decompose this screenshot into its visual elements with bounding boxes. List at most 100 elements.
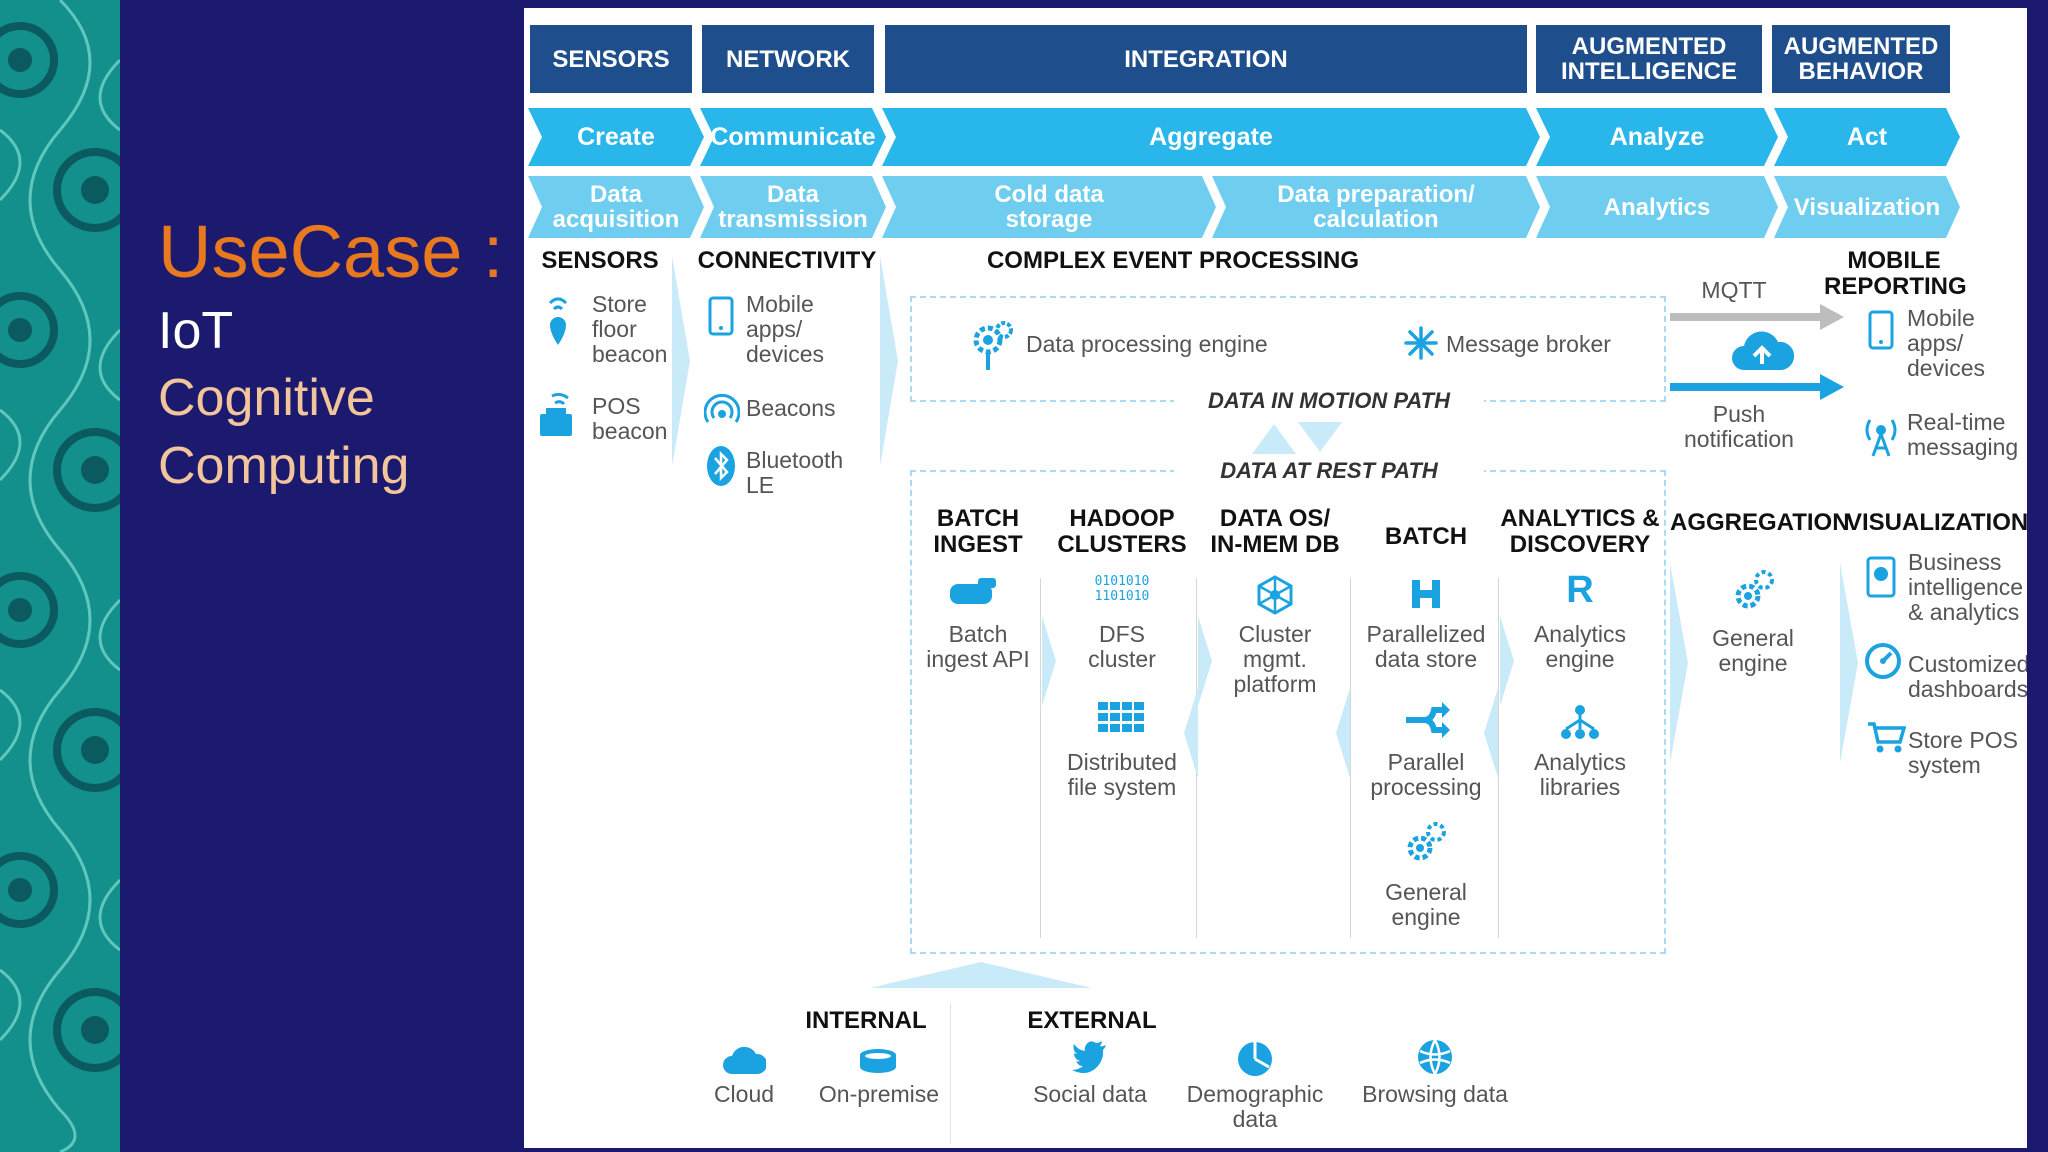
dataos-cluster-mgmt-platform: Cluster mgmt. platform: [1233, 621, 1317, 697]
slide-title: UseCase :: [158, 210, 504, 293]
column-divider: [1350, 578, 1351, 938]
flow-chevron: [672, 256, 690, 466]
exchange-arrows-icon: [1252, 422, 1342, 454]
library-hierarchy-icon: [1561, 705, 1599, 739]
sources-triangle: [870, 962, 1092, 988]
pie-chart-icon: [1238, 1042, 1272, 1076]
title-line-computing: Computing: [158, 437, 410, 495]
twitter-bird-icon: [1072, 1041, 1106, 1074]
hadoop-distributed-file-system: Distributed file system: [1067, 749, 1177, 800]
section-visualization: VISUALIZATION: [1846, 509, 2027, 536]
batch-general-engine: General engine: [1385, 879, 1467, 930]
section-internal-sources: INTERNAL: [805, 1007, 927, 1034]
section-batch: BATCH: [1384, 523, 1468, 550]
source-demographic-data: Demographic data: [1186, 1081, 1324, 1132]
mqtt-label: MQTT: [1701, 277, 1767, 303]
column-divider: [1498, 578, 1499, 938]
stage-act: Act: [1774, 108, 1960, 166]
gears-icon: [1407, 822, 1446, 861]
parallel-processing-icon: [1406, 702, 1450, 738]
peacock-pattern: [0, 0, 120, 1152]
section-hadoop-clusters: HADOOP CLUSTERS: [1057, 505, 1187, 558]
stage-create: Create: [528, 108, 704, 166]
data-in-motion-path-label: DATA IN MOTION PATH: [1174, 388, 1484, 414]
batch-ingest-icon: [950, 578, 996, 604]
mobile-device-icon: [1868, 310, 1894, 350]
sensor-pos-beacon: POS beacon: [592, 393, 668, 444]
push-notification-label: Push notification: [1684, 401, 1794, 452]
bluetooth-icon: [707, 446, 735, 486]
connectivity-beacons: Beacons: [746, 395, 836, 421]
header-augmented-intelligence: AUGMENTED INTELLIGENCE: [1536, 25, 1762, 93]
cloud-icon: [723, 1046, 766, 1074]
r-language-icon: R: [1566, 569, 1594, 611]
source-cloud: Cloud: [713, 1081, 775, 1107]
stage-communicate: Communicate: [700, 108, 886, 166]
header-integration: INTEGRATION: [885, 25, 1527, 93]
mqtt-arrow: [1670, 304, 1844, 330]
section-batch-ingest: BATCH INGEST: [933, 505, 1023, 558]
substage-data-acquisition: Data acquisition: [528, 176, 704, 238]
source-on-premise: On-premise: [818, 1081, 940, 1107]
real-time-messaging-icon: [1865, 419, 1897, 457]
section-complex-event-processing: COMPLEX EVENT PROCESSING: [986, 247, 1360, 274]
substage-cold-data-storage: Cold data storage: [882, 176, 1216, 238]
cluster-network-icon: [1257, 575, 1293, 615]
beacon-pin-icon: [548, 297, 568, 345]
substage-visualization: Visualization: [1774, 176, 1960, 238]
header-network: NETWORK: [702, 25, 874, 93]
analytics-engine: Analytics engine: [1533, 621, 1627, 672]
batch-parallelized-data-store: Parallelized data store: [1366, 621, 1486, 672]
hadoop-dfs-cluster: DFS cluster: [1088, 621, 1156, 672]
pos-beacon-icon: [540, 392, 572, 436]
substage-data-preparation: Data preparation/ calculation: [1212, 176, 1540, 238]
cep-data-processing-engine: Data processing engine: [1026, 331, 1268, 357]
stage-aggregate: Aggregate: [882, 108, 1540, 166]
analytics-libraries: Analytics libraries: [1533, 749, 1627, 800]
dashboard-gauge-icon: [1865, 643, 1901, 679]
section-connectivity: CONNECTIVITY: [697, 247, 877, 274]
slide-title-block: UseCase : IoT Cognitive Computing: [158, 210, 503, 500]
source-browsing-data: Browsing data: [1362, 1081, 1508, 1107]
sources-divider: [950, 1004, 951, 1144]
header-augmented-behavior: AUGMENTED BEHAVIOR: [1772, 25, 1950, 93]
gears-icon: [1735, 570, 1774, 609]
visualization-customized-dashboards: Customized dashboards: [1908, 651, 2027, 702]
push-arrow: [1670, 374, 1844, 400]
batch-parallel-processing: Parallel processing: [1370, 749, 1482, 800]
connectivity-mobile-apps: Mobile apps/ devices: [746, 291, 824, 367]
sensor-store-floor-beacon: Store floor beacon: [592, 291, 668, 367]
distributed-grid-icon: [1098, 702, 1144, 732]
business-intelligence-icon: [1866, 556, 1896, 598]
flow-chevron: [880, 256, 898, 466]
browsing-globe-icon: [1418, 1039, 1452, 1075]
title-line-iot: IoT: [158, 302, 234, 360]
decorative-pattern-strip: [0, 0, 120, 1152]
section-external-sources: EXTERNAL: [1027, 1007, 1157, 1034]
section-data-os-in-mem-db: DATA OS/ IN-MEM DB: [1210, 505, 1340, 558]
substage-data-transmission: Data transmission: [700, 176, 886, 238]
flow-chevron: [1840, 563, 1858, 763]
binary-data-icon: 0101010 1101010: [1094, 574, 1150, 604]
section-analytics-discovery: ANALYTICS & DISCOVERY: [1500, 505, 1660, 558]
beacons-icon: [704, 393, 740, 423]
stage-analyze: Analyze: [1536, 108, 1778, 166]
batch-ingest-api: Batch ingest API: [926, 621, 1030, 672]
parallel-store-icon: [1412, 580, 1440, 608]
data-processing-gears-icon: [973, 321, 1013, 370]
mobile-device-icon: [708, 296, 734, 336]
source-social-data: Social data: [1033, 1081, 1147, 1107]
reporting-real-time-messaging: Real-time messaging: [1907, 409, 2019, 460]
header-sensors: SENSORS: [530, 25, 692, 93]
reporting-mobile-apps: Mobile apps/ devices: [1907, 305, 1985, 381]
iot-architecture-diagram: SENSORS NETWORK INTEGRATION AUGMENTED IN…: [524, 8, 2027, 1148]
cloud-upload-icon: [1732, 331, 1794, 370]
section-aggregation: AGGREGATION: [1670, 509, 1850, 536]
visualization-business-intelligence: Business intelligence & analytics: [1908, 549, 2024, 625]
section-sensors: SENSORS: [541, 247, 659, 274]
visualization-store-pos-system: Store POS system: [1908, 727, 2018, 778]
title-line-cognitive: Cognitive: [158, 369, 375, 427]
aggregation-general-engine: General engine: [1712, 625, 1794, 676]
data-at-rest-path-label: DATA AT REST PATH: [1174, 458, 1484, 484]
shopping-cart-icon: [1868, 722, 1906, 753]
